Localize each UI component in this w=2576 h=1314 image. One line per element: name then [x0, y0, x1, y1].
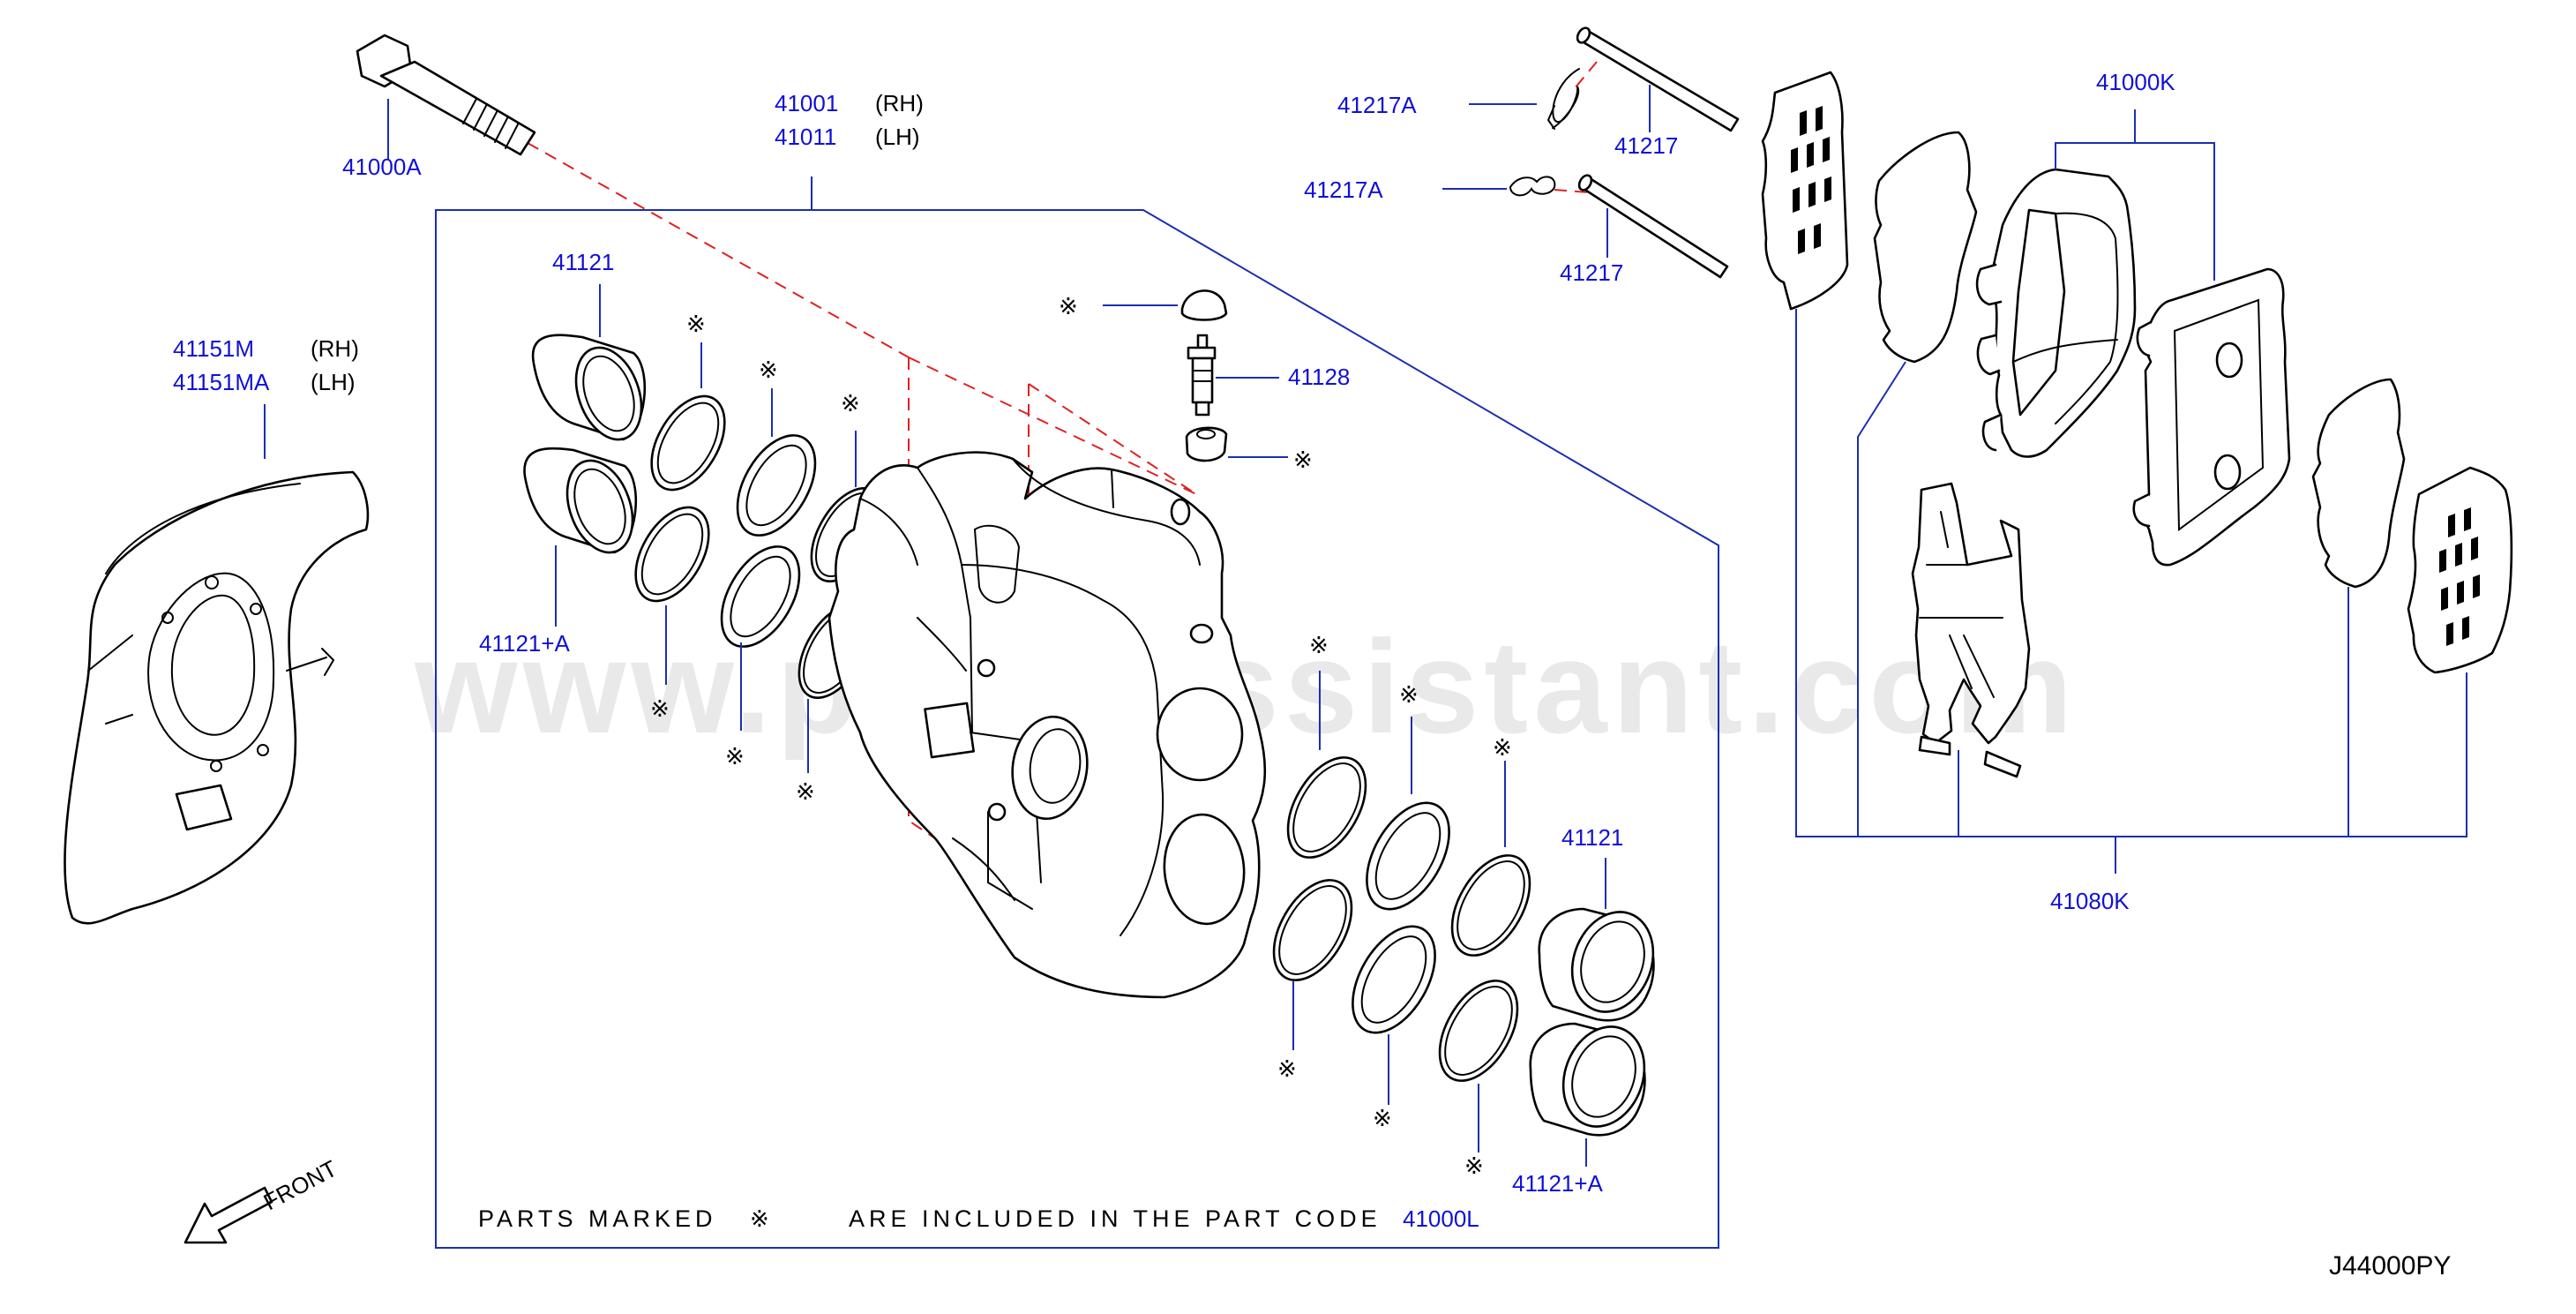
- dust-boot-upper-left-inner: [656, 402, 720, 484]
- label-41121-left: 41121: [552, 249, 614, 275]
- label-41080k: 41080K: [2050, 888, 2130, 914]
- pin-clip-bottom-dash: [1554, 189, 1589, 193]
- included-mark-12: ※: [1277, 1055, 1297, 1082]
- bleeder-cap: [1180, 289, 1228, 321]
- brake-pad-inner: [1975, 168, 2137, 458]
- label-rh-shield: (RH): [311, 335, 359, 362]
- included-mark-10: ※: [1399, 681, 1419, 708]
- note-text-end: ARE INCLUDED IN THE PART CODE: [849, 1205, 1382, 1232]
- label-41121a-left: 41121+A: [479, 630, 571, 657]
- pin-clip-bottom: [1509, 176, 1556, 197]
- boot-lower-right: [1438, 980, 1519, 1082]
- seal-upper-left: [736, 434, 817, 537]
- included-mark-11: ※: [1493, 734, 1512, 761]
- anti-squeal-shim-outer-left: [1761, 71, 1849, 311]
- pad-pin-top: [1576, 26, 1740, 132]
- label-lh-shield: (LH): [311, 369, 356, 395]
- piston-lower-left: [523, 447, 638, 554]
- ring-lower-right-inner: [1278, 885, 1347, 975]
- ring-upper-right-inner: [1292, 762, 1361, 852]
- bolt-alignment-line: [527, 142, 910, 358]
- dust-boot-lower-left-inner: [640, 513, 704, 596]
- seal-lower-right-inner: [1360, 935, 1427, 1024]
- caliper-body: [827, 451, 1267, 999]
- dust-boot-lower-left: [634, 506, 710, 603]
- pad-spring-hardware: [1911, 482, 2031, 778]
- label-41121a-right: 41121+A: [1512, 1170, 1604, 1197]
- included-mark-7: ※: [1059, 293, 1078, 319]
- seal-upper-right: [1366, 801, 1450, 911]
- included-mark-6: ※: [796, 778, 815, 805]
- label-rh-caliper: (RH): [875, 90, 924, 116]
- boot-lower-right-inner: [1444, 986, 1513, 1076]
- label-41011: 41011: [775, 124, 836, 150]
- seal-upper-right-inner: [1374, 812, 1442, 900]
- hardware-kit-branch-1: [1857, 361, 1906, 837]
- seal-lower-left: [720, 545, 801, 648]
- caliper-alignment-line-2: [908, 357, 1197, 495]
- included-mark-9: ※: [1309, 632, 1329, 658]
- boot-upper-right: [1450, 854, 1531, 957]
- dust-shield: [64, 470, 370, 925]
- included-mark-1: ※: [686, 311, 706, 337]
- diagram-code: J44000PY: [2329, 1251, 2451, 1280]
- label-41217-top: 41217: [1614, 132, 1678, 159]
- ring-lower-right: [1272, 879, 1353, 981]
- label-41217-bottom: 41217: [1560, 259, 1623, 286]
- front-label: FRONT: [259, 1155, 341, 1216]
- pin-clip-top-dash: [1574, 61, 1598, 89]
- caliper-assembly-frame: [435, 209, 1719, 1249]
- label-41000a: 41000A: [342, 154, 422, 180]
- label-41217a-top: 41217A: [1337, 92, 1417, 118]
- included-mark-4: ※: [650, 695, 670, 722]
- label-41000k: 41000K: [2096, 69, 2175, 95]
- shim-inner-left: [1873, 131, 1978, 364]
- shim-inner-right: [2311, 378, 2406, 589]
- label-41128: 41128: [1288, 364, 1350, 390]
- label-lh-caliper: (LH): [875, 124, 920, 150]
- hardware-kit-bracket: [1795, 309, 2467, 837]
- bleeder-screw: [1187, 334, 1217, 417]
- bleeder-alignment-line-2: [1028, 383, 1197, 495]
- seal-lower-left-inner: [730, 555, 791, 638]
- front-arrow: [183, 1186, 273, 1244]
- label-41217a-bottom: 41217A: [1304, 176, 1383, 203]
- label-41121-right: 41121: [1561, 824, 1623, 851]
- brake-pad-outer: [2132, 267, 2291, 567]
- included-mark-2: ※: [759, 357, 778, 383]
- piston-lower-right: [1529, 1022, 1646, 1137]
- pin-clip-top: [1546, 68, 1580, 130]
- note-included-mark: ※: [750, 1205, 769, 1232]
- anti-squeal-shim-outer-right: [2407, 466, 2513, 674]
- dust-boot-upper-left: [650, 394, 726, 492]
- note-part-code: 41000L: [1403, 1205, 1479, 1232]
- seal-lower-right: [1352, 925, 1436, 1034]
- label-41151ma: 41151MA: [173, 369, 270, 395]
- included-mark-8: ※: [1293, 447, 1313, 473]
- label-41001: 41001: [775, 90, 838, 116]
- label-41151m: 41151M: [173, 335, 254, 362]
- included-mark-5: ※: [725, 743, 745, 770]
- seal-upper-left-inner: [745, 444, 807, 527]
- piston-upper-right: [1538, 907, 1655, 1022]
- boot-upper-right-inner: [1456, 860, 1525, 950]
- caliper-bolt: [356, 34, 536, 156]
- bleeder-washer: [1185, 426, 1228, 462]
- note-text-start: PARTS MARKED: [478, 1205, 717, 1232]
- included-mark-3: ※: [841, 390, 860, 417]
- pad-pin-bottom: [1577, 174, 1729, 279]
- included-mark-14: ※: [1464, 1153, 1484, 1179]
- piston-upper-left: [531, 334, 647, 441]
- included-mark-13: ※: [1373, 1105, 1392, 1131]
- ring-upper-right: [1286, 756, 1367, 859]
